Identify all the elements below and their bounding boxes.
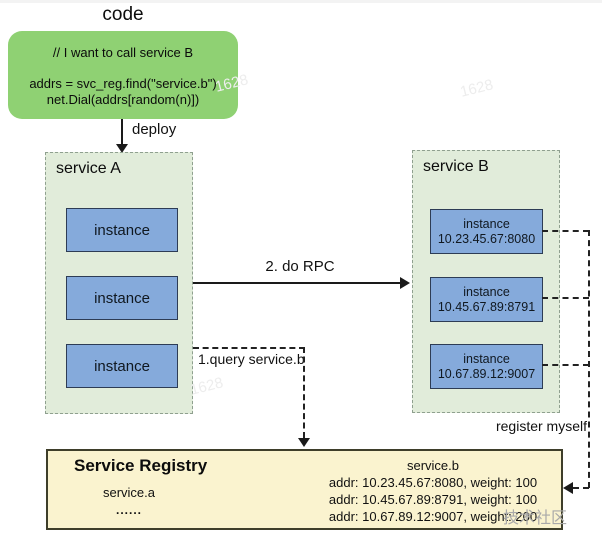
registry-title: Service Registry bbox=[74, 456, 208, 475]
register-dashed-line-2 bbox=[542, 297, 589, 299]
service-b-label: service B bbox=[423, 158, 489, 175]
register-dashed-line-vertical bbox=[588, 230, 590, 488]
deploy-label: deploy bbox=[132, 121, 177, 138]
registry-record: addr: 10.45.67.89:8791, weight: 100 bbox=[328, 492, 538, 507]
code-line-dial: net.Dial(addrs[random(n)]) bbox=[46, 92, 200, 107]
service-b-container: service B instance 10.23.45.67:8080 inst… bbox=[412, 150, 560, 413]
query-dashed-line-vertical bbox=[303, 347, 305, 438]
instance-label: instance bbox=[94, 221, 150, 239]
watermark: 1628 bbox=[458, 76, 495, 101]
registry-record: addr: 10.23.45.67:8080, weight: 100 bbox=[328, 475, 538, 490]
rpc-arrowhead-icon bbox=[400, 277, 410, 289]
rpc-arrow-line bbox=[193, 282, 402, 284]
service-a-instance-2: instance bbox=[66, 276, 178, 320]
register-arrowhead-icon bbox=[563, 482, 573, 494]
watermark-community: 技术社区 bbox=[503, 510, 568, 527]
instance-label: instance bbox=[94, 289, 150, 307]
code-line-find: addrs = svc_reg.find("service.b") bbox=[29, 76, 217, 91]
instance-label: instance bbox=[94, 357, 150, 375]
service-b-instance-3: instance 10.67.89.12:9007 bbox=[430, 344, 543, 389]
register-myself-label: register myself bbox=[495, 418, 587, 434]
code-comment: // I want to call service B bbox=[52, 45, 194, 60]
service-a-label: service A bbox=[56, 160, 121, 177]
instance-address: 10.23.45.67:8080 bbox=[437, 231, 536, 246]
registry-ellipsis: ...... bbox=[115, 503, 142, 517]
registry-entry-service-b: service.b addr: 10.23.45.67:8080, weight… bbox=[318, 457, 548, 525]
rpc-arrow-label: 2. do RPC bbox=[265, 258, 335, 275]
deploy-arrow-line bbox=[121, 119, 123, 145]
registry-record: addr: 10.67.89.12:9007, weight: 200 bbox=[328, 509, 538, 524]
register-dashed-line-1 bbox=[542, 230, 589, 232]
instance-address: 10.45.67.89:8791 bbox=[437, 299, 536, 314]
instance-label: instance bbox=[463, 284, 510, 299]
registry-service-b-name: service.b bbox=[406, 458, 460, 473]
instance-label: instance bbox=[463, 351, 510, 366]
service-b-instance-2: instance 10.45.67.89:8791 bbox=[430, 277, 543, 322]
service-a-instance-3: instance bbox=[66, 344, 178, 388]
instance-label: instance bbox=[463, 216, 510, 231]
service-b-instance-1: instance 10.23.45.67:8080 bbox=[430, 209, 543, 254]
top-edge-strip bbox=[0, 0, 602, 3]
watermark: 1628 bbox=[188, 374, 225, 399]
code-snippet-box: // I want to call service B addrs = svc_… bbox=[8, 31, 238, 119]
query-dashed-line-horizontal bbox=[193, 347, 305, 349]
service-registry-box: Service Registry service.a ...... servic… bbox=[46, 449, 563, 530]
registry-entry-service-a: service.a bbox=[102, 485, 156, 500]
register-dashed-line-3 bbox=[542, 364, 589, 366]
deploy-arrowhead-icon bbox=[116, 144, 128, 153]
service-a-instance-1: instance bbox=[66, 208, 178, 252]
service-a-container: service A instance instance instance bbox=[45, 152, 193, 414]
code-title: code bbox=[102, 4, 144, 25]
query-arrow-label: 1.query service.b bbox=[198, 351, 305, 367]
query-arrowhead-icon bbox=[298, 438, 310, 447]
register-dashed-line-stub bbox=[573, 487, 589, 489]
instance-address: 10.67.89.12:9007 bbox=[437, 366, 536, 381]
